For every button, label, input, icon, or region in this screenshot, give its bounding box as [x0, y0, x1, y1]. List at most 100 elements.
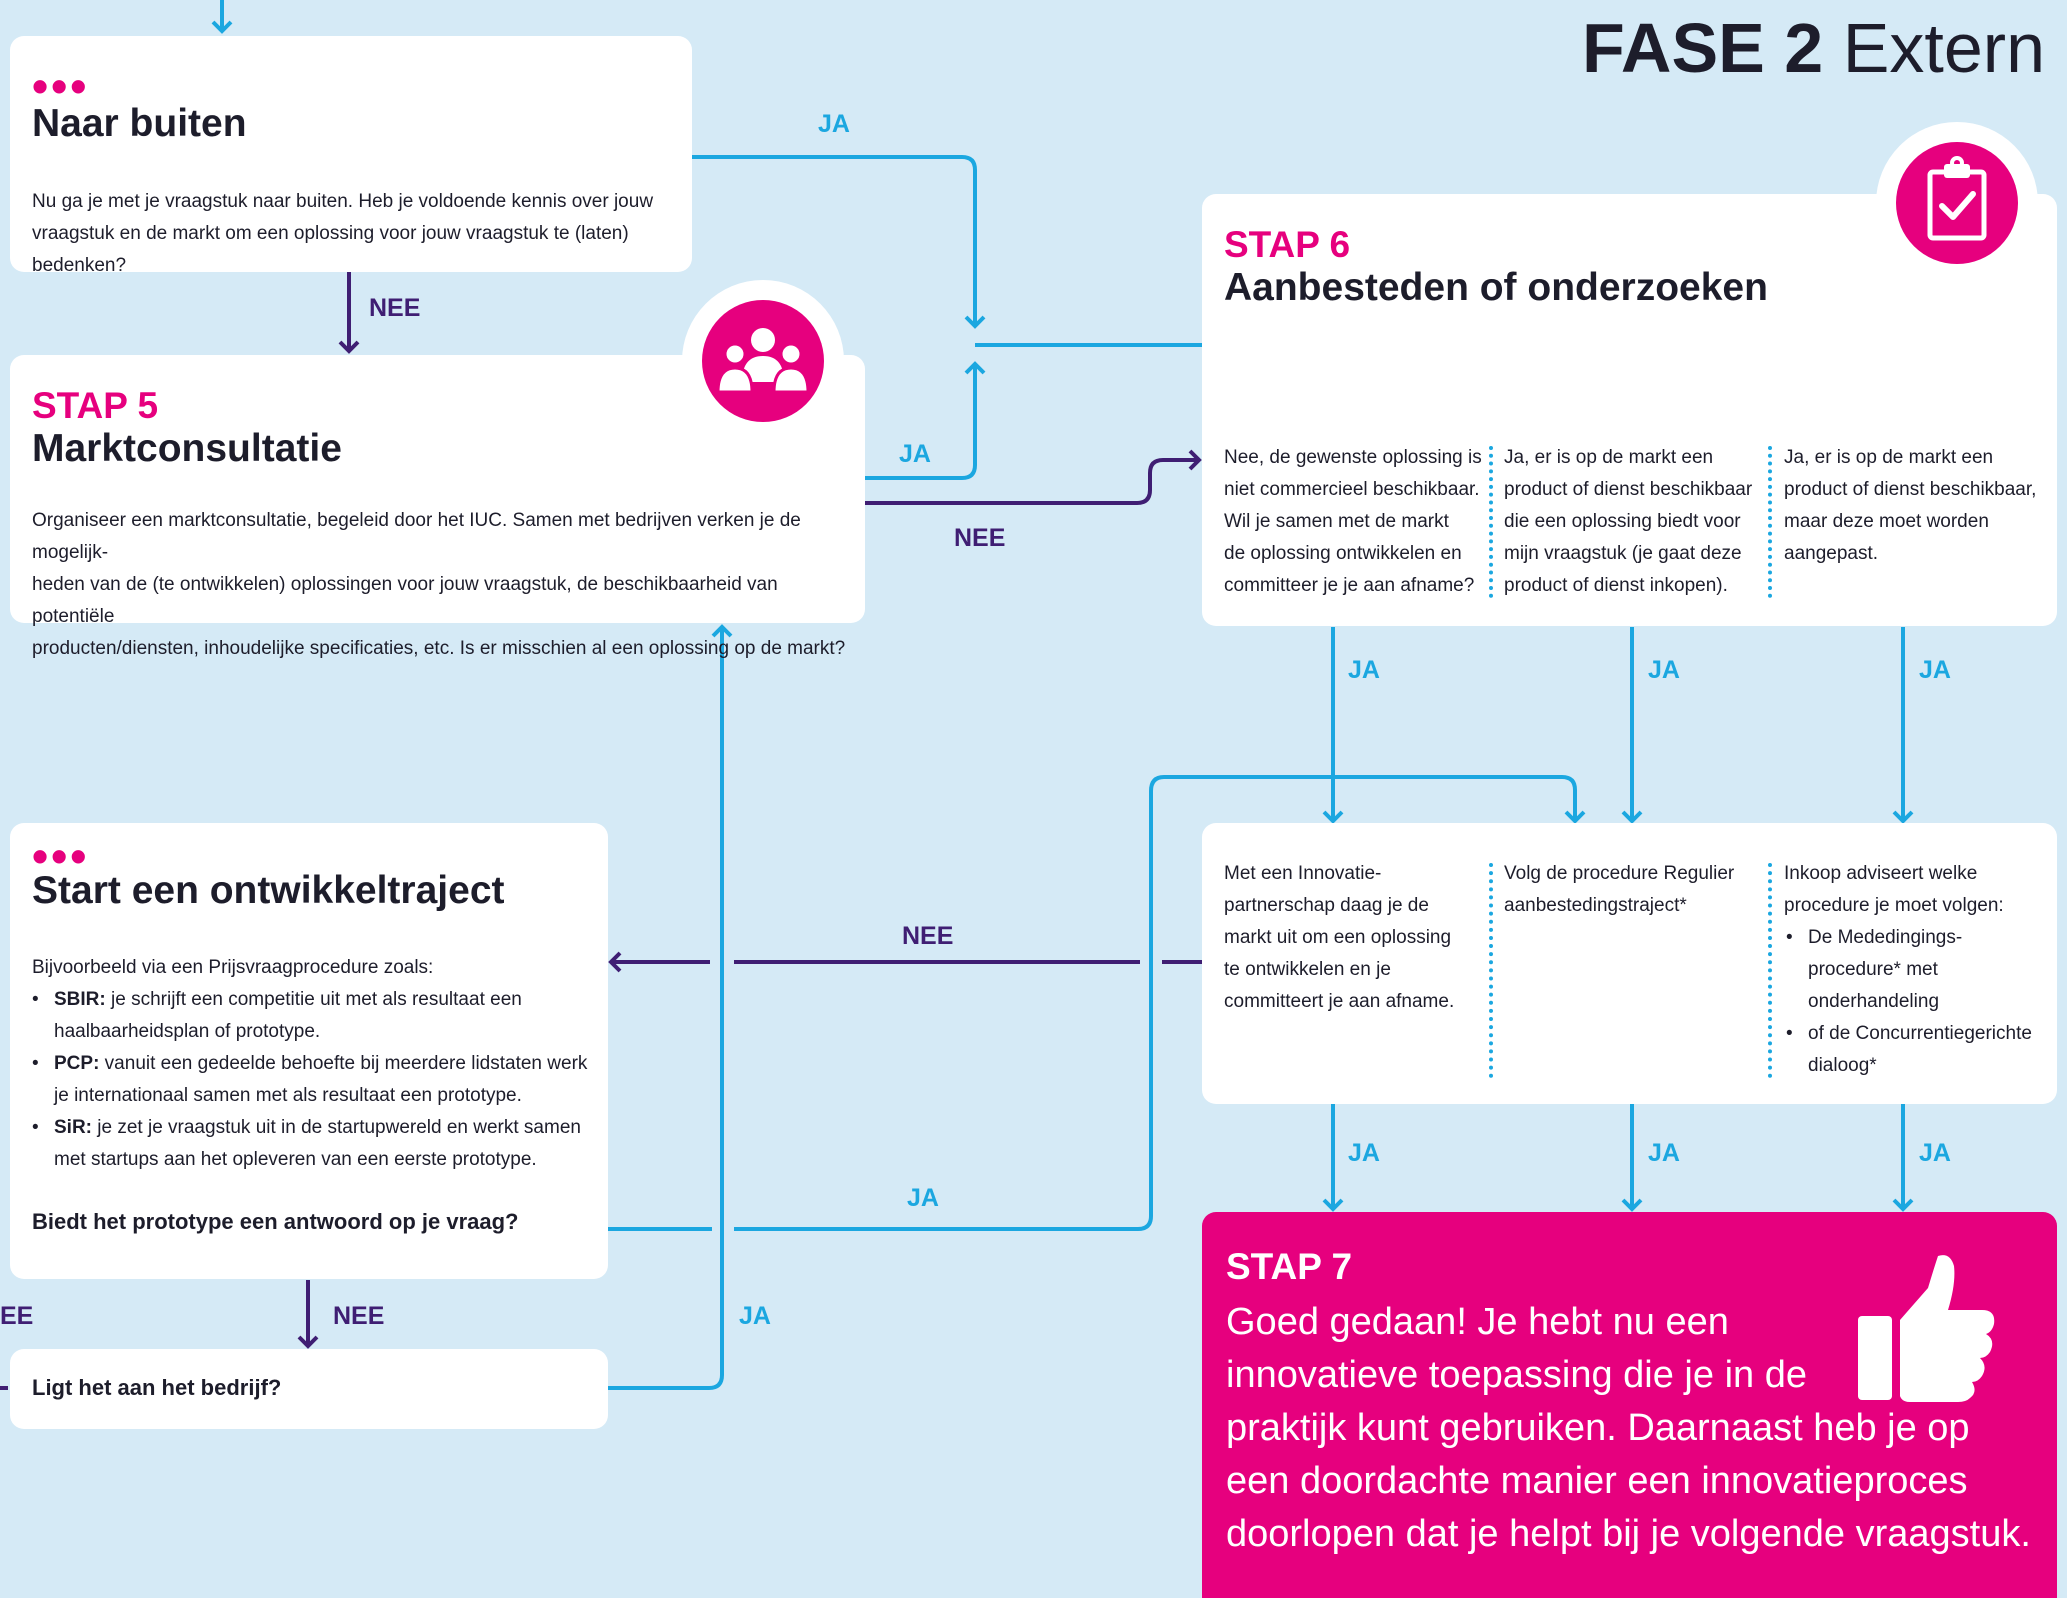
body-line: Goed gedaan! Je hebt nu een [1226, 1301, 1729, 1343]
body-line: Nu ga je met je vraagstuk naar buiten. H… [32, 191, 654, 212]
bedrijf-card: Ligt het aan het bedrijf? [10, 1349, 608, 1429]
col-line: niet commercieel beschikbaar. [1224, 479, 1480, 500]
prototype-question: Biedt het prototype een antwoord op je v… [32, 1209, 519, 1234]
col-line: Wil je samen met de markt [1224, 511, 1449, 532]
label-ja: JA [1648, 656, 1680, 684]
col-line: De Mededingings- [1808, 927, 1963, 948]
bullet-label: PCP: [54, 1053, 100, 1074]
ontwikkel-intro: Bijvoorbeeld via een Prijsvraagprocedure… [32, 957, 434, 978]
col-line: de oplossing ontwikkelen en [1224, 543, 1462, 564]
col-line: procedure* met [1808, 959, 1938, 980]
body-line: innovatieve toepassing die je in de [1226, 1354, 1807, 1396]
ontwikkel-title: Start een ontwikkeltraject [32, 869, 505, 912]
stap5-title: Marktconsultatie [32, 427, 342, 470]
procedure-bullet: De Mededingings- procedure* met onderhan… [1786, 922, 1963, 1018]
col-line: Volg de procedure Regulier [1504, 863, 1735, 884]
col-line: product of dienst beschikbaar [1504, 479, 1753, 500]
column-divider [1489, 446, 1493, 598]
label-ja: JA [1348, 656, 1380, 684]
stap7-body: Goed gedaan! Je hebt nu een innovatieve … [1226, 1296, 2046, 1561]
bullet-text: vanuit een gedeelde behoefte bij meerder… [99, 1053, 588, 1074]
column-divider [1768, 863, 1772, 1078]
col-line: committeer je je aan afname? [1224, 575, 1475, 596]
ontwikkel-card: ••• Start een ontwikkeltraject Bijvoorbe… [10, 823, 608, 1279]
col-line: markt uit om een oplossing [1224, 927, 1452, 948]
col-line: product of dienst inkopen). [1504, 575, 1728, 596]
stap6-col3: Ja, er is op de markt een product of die… [1784, 442, 2036, 570]
connector-bedrijf-ja [608, 624, 733, 1390]
col-line: maar deze moet worden [1784, 511, 1989, 532]
procedure-col1: Met een Innovatie- partnerschap daag je … [1224, 858, 1454, 1018]
procedure-col2: Volg de procedure Regulier aanbestedings… [1504, 858, 1734, 922]
bullet-text: met startups aan het opleveren van een e… [54, 1149, 537, 1170]
col-line: Ja, er is op de markt een [1504, 447, 1714, 468]
stap5-body: Organiseer een marktconsultatie, begelei… [32, 505, 862, 665]
stap7-step: STAP 7 [1226, 1246, 1353, 1287]
procedures-card: Met een Innovatie- partnerschap daag je … [1202, 823, 2057, 1104]
phase-title: FASE 2 Extern [1582, 8, 2045, 88]
label-ja: JA [1648, 1139, 1680, 1167]
label-ja: JA [907, 1184, 939, 1212]
naar-buiten-body: Nu ga je met je vraagstuk naar buiten. H… [32, 186, 682, 282]
procedure-bullet: of de Concurrentiegerichte dialoog* [1786, 1018, 2032, 1082]
body-line: vraagstuk en de markt om een oplossing v… [32, 223, 629, 276]
stap7-card: STAP 7 Goed gedaan! Je hebt nu een innov… [1202, 1212, 2057, 1598]
sbir-bullet: SBIR: je schrijft een competitie uit met… [32, 984, 522, 1048]
col-line: product of dienst beschikbaar, [1784, 479, 2037, 500]
connector-naar-buiten-ja [692, 155, 986, 329]
sir-bullet: SiR: je zet je vraagstuk uit in de start… [32, 1112, 581, 1176]
bullet-text: je schrijft een competitie uit met als r… [105, 989, 522, 1010]
col-line: partnerschap daag je de [1224, 895, 1429, 916]
label-nee: NEE [954, 524, 1006, 552]
column-divider [1489, 863, 1493, 1078]
col-line: Ja, er is op de markt een [1784, 447, 1994, 468]
label-ja: JA [1348, 1139, 1380, 1167]
col-line: die een oplossing biedt voor [1504, 511, 1741, 532]
label-nee-partial: EE [0, 1302, 34, 1330]
connector-prototype-ja [608, 775, 1575, 1231]
label-nee: NEE [369, 294, 421, 322]
column-divider [1768, 446, 1772, 598]
col-line: aangepast. [1784, 543, 1879, 564]
bedrijf-question: Ligt het aan het bedrijf? [32, 1375, 282, 1400]
phase-name: Extern [1842, 9, 2045, 87]
stap6-col2: Ja, er is op de markt een product of die… [1504, 442, 1752, 602]
label-ja: JA [1919, 656, 1951, 684]
body-line: producten/diensten, inhoudelijke specifi… [32, 638, 846, 659]
label-nee: NEE [333, 1302, 385, 1330]
label-ja: JA [899, 440, 931, 468]
phase-number: FASE 2 [1582, 9, 1824, 87]
people-icon [702, 300, 824, 422]
col-line: of de Concurrentiegerichte [1808, 1023, 2032, 1044]
stap6-step: STAP 6 [1224, 224, 1351, 265]
bullet-text: je zet je vraagstuk uit in de startupwer… [92, 1117, 581, 1138]
col-line: onderhandeling [1808, 991, 1940, 1012]
label-ja: JA [818, 110, 850, 138]
bullet-label: SiR: [54, 1117, 92, 1138]
col-line: mijn vraagstuk (je gaat deze [1504, 543, 1742, 564]
col-line: committeert je aan afname. [1224, 991, 1455, 1012]
naar-buiten-title: Naar buiten [32, 102, 247, 145]
naar-buiten-card: ••• Naar buiten Nu ga je met je vraagstu… [10, 36, 692, 276]
col-line: procedure je moet volgen: [1784, 895, 2004, 916]
body-line: een doordachte manier een innovatieproce… [1226, 1460, 1968, 1502]
stap6-title: Aanbesteden of onderzoeken [1224, 266, 1768, 309]
col-line: dialoog* [1808, 1055, 1877, 1076]
clipboard-check-icon [1896, 142, 2018, 264]
body-line: heden van de (te ontwikkelen) oplossinge… [32, 574, 778, 627]
col-line: aanbestedingstraject* [1504, 895, 1687, 916]
thumbs-up-icon [1850, 1248, 2000, 1408]
body-line: Organiseer een marktconsultatie, begelei… [32, 510, 801, 563]
connector-stap5-nee [865, 449, 1202, 505]
label-ja: JA [1919, 1139, 1951, 1167]
col-line: te ontwikkelen en je [1224, 959, 1391, 980]
dots-icon: ••• [32, 60, 90, 112]
label-ja: JA [739, 1302, 771, 1330]
col-line: Nee, de gewenste oplossing is [1224, 447, 1482, 468]
col-line: Inkoop adviseert welke [1784, 863, 1978, 884]
procedure-col3: Inkoop adviseert welke procedure je moet… [1784, 858, 2004, 922]
label-nee: NEE [902, 922, 954, 950]
bullet-text: je internationaal samen met als resultaa… [54, 1085, 522, 1106]
dots-icon: ••• [32, 830, 90, 882]
